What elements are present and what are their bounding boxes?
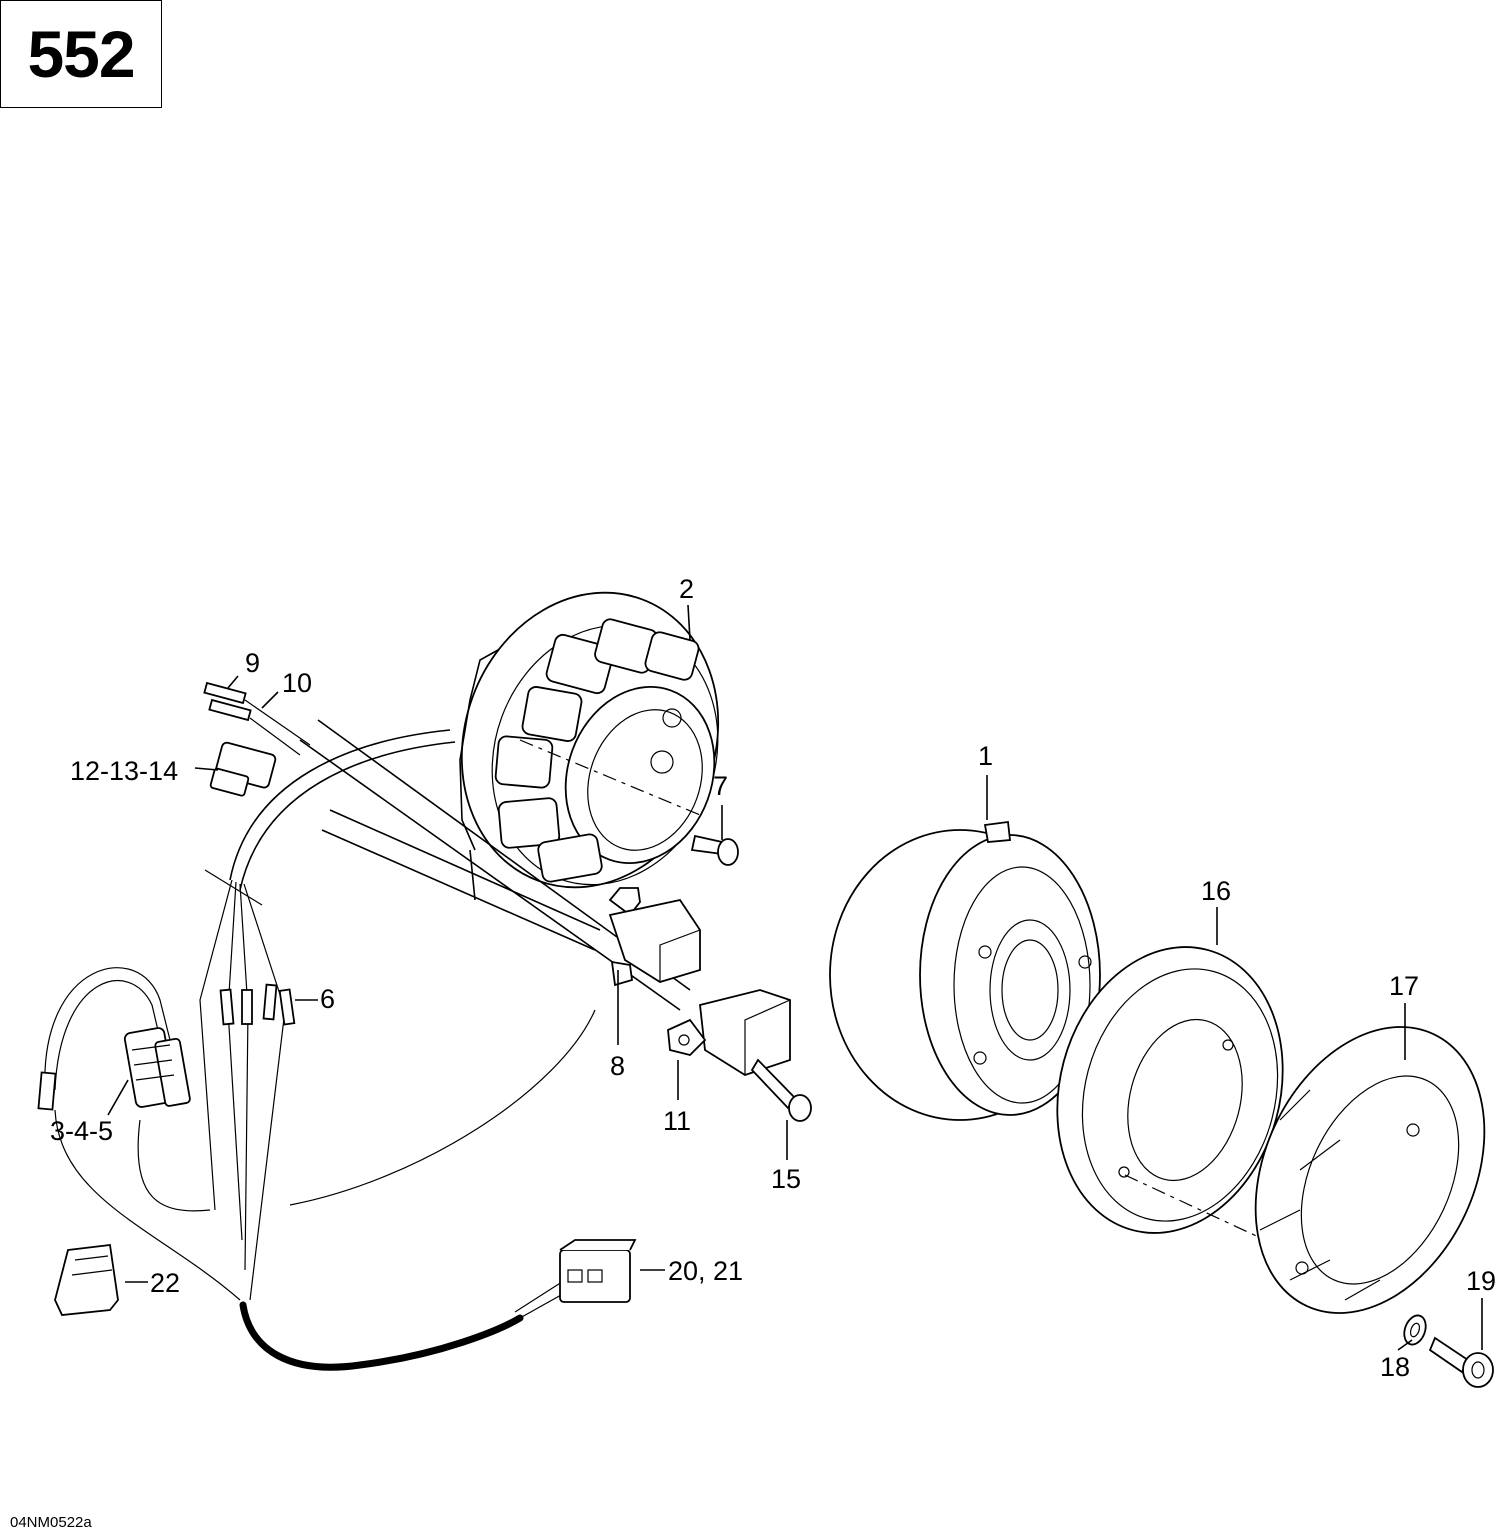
drawing-reference: 04NM0522a [10, 1514, 92, 1531]
callout-22: 22 [150, 1268, 180, 1298]
trigger-wheel [1056, 946, 1284, 1241]
callout-17: 17 [1389, 971, 1419, 1001]
page-number-box: 552 [0, 0, 162, 108]
callout-6: 6 [320, 984, 335, 1014]
washer-18 [1403, 1314, 1427, 1346]
callout-9: 9 [245, 648, 260, 678]
stator-assembly [459, 591, 720, 889]
callout-16: 16 [1201, 876, 1231, 906]
callout-15: 15 [771, 1164, 801, 1194]
callout-20-21: 20, 21 [668, 1256, 743, 1286]
terminals-9-10 [203, 681, 311, 756]
callout-2: 2 [679, 574, 694, 604]
callout-1: 1 [978, 741, 993, 771]
callout-18: 18 [1380, 1352, 1410, 1382]
connector-22 [54, 1244, 119, 1316]
callout-19: 19 [1466, 1266, 1496, 1296]
callout-7: 7 [713, 771, 728, 801]
screw-19 [1428, 1336, 1494, 1388]
connector-20-21 [559, 1239, 637, 1303]
magneto-cover [1254, 1026, 1486, 1314]
pickup-sensor-upper [608, 887, 701, 987]
pickup-sensor-lower [667, 989, 791, 1076]
callout-11: 11 [663, 1106, 691, 1136]
page-number: 552 [27, 17, 135, 91]
screw-7 [690, 834, 739, 866]
callout-labels: 1 2 3-4-5 6 7 8 9 10 11 12-13-14 15 16 1… [50, 574, 1496, 1382]
callout-8: 8 [610, 1051, 625, 1081]
screw-15 [750, 1058, 812, 1122]
wire-harness-main [44, 719, 691, 1371]
callout-12-13-14: 12-13-14 [70, 756, 178, 786]
leader-lines [107, 604, 1483, 1351]
callout-3-4-5: 3-4-5 [50, 1116, 113, 1146]
connector-3-4-5 [123, 1027, 191, 1108]
terminals-6 [37, 983, 296, 1111]
flywheel-rotor [829, 820, 1101, 1121]
connector-12-13-14 [209, 741, 277, 797]
callout-10: 10 [282, 668, 312, 698]
